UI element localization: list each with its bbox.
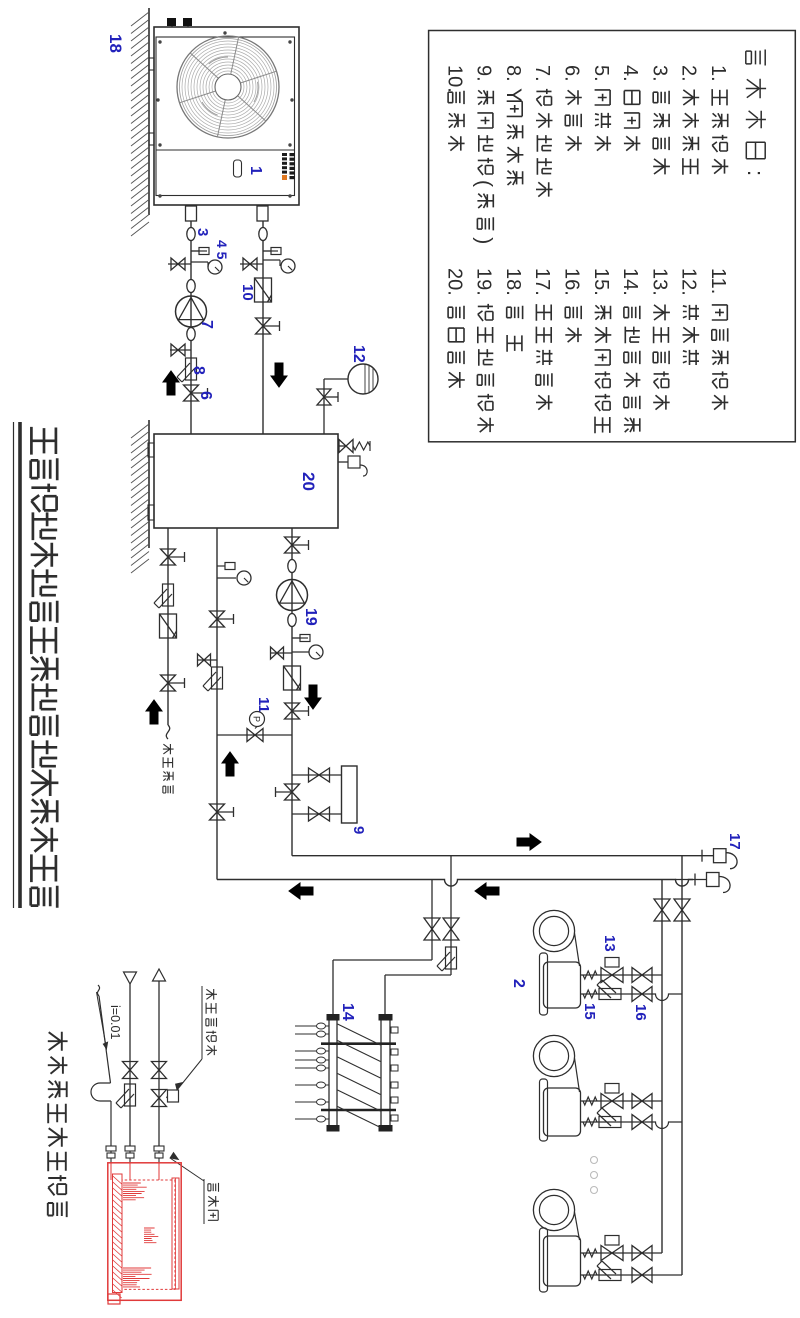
svg-text:13.: 13. (648, 268, 670, 296)
svg-text:14.: 14. (619, 268, 641, 296)
svg-text:12: 12 (350, 345, 367, 363)
svg-text:5.: 5. (590, 65, 612, 82)
svg-text:4.: 4. (619, 65, 641, 82)
svg-text:): ) (473, 237, 496, 244)
svg-text:7: 7 (198, 320, 215, 329)
svg-text:19.: 19. (473, 268, 495, 296)
svg-text:4 5: 4 5 (214, 240, 230, 260)
svg-text:15.: 15. (590, 268, 612, 296)
svg-text:3: 3 (194, 228, 211, 236)
svg-text:11.: 11. (707, 268, 729, 294)
svg-text:17: 17 (726, 833, 743, 850)
svg-text:7.: 7. (531, 65, 553, 82)
svg-text:10.: 10. (443, 65, 465, 93)
svg-text:P: P (252, 716, 262, 722)
svg-text:11: 11 (255, 697, 272, 713)
svg-text:15: 15 (581, 1003, 598, 1020)
svg-text:16: 16 (632, 1004, 649, 1021)
svg-text:8: 8 (190, 366, 207, 375)
svg-text:6: 6 (197, 391, 214, 400)
svg-text:6.: 6. (561, 65, 583, 82)
svg-text:2: 2 (510, 979, 527, 988)
svg-text:1.: 1. (707, 65, 729, 82)
svg-text:i=0.01: i=0.01 (108, 1005, 122, 1039)
svg-text:Y: Y (502, 88, 525, 102)
svg-text:16.: 16. (561, 268, 583, 296)
svg-text:18.: 18. (502, 268, 524, 296)
svg-text:9.: 9. (473, 65, 495, 82)
svg-text:20: 20 (299, 472, 318, 491)
svg-text:12.: 12. (678, 268, 700, 296)
svg-text:20.: 20. (443, 268, 465, 296)
svg-text:14: 14 (339, 1003, 356, 1021)
svg-text:2.: 2. (678, 65, 700, 82)
svg-text:3.: 3. (648, 65, 670, 82)
svg-text:17.: 17. (531, 268, 553, 296)
svg-text:10: 10 (239, 284, 256, 301)
svg-text:13: 13 (601, 935, 618, 952)
svg-text:19: 19 (302, 608, 319, 626)
svg-text:9: 9 (350, 826, 367, 834)
svg-text:8.: 8. (502, 65, 524, 82)
svg-text:1: 1 (247, 166, 264, 175)
svg-text::: : (743, 170, 768, 176)
svg-text:18: 18 (106, 34, 125, 53)
svg-text:(: ( (473, 180, 496, 187)
